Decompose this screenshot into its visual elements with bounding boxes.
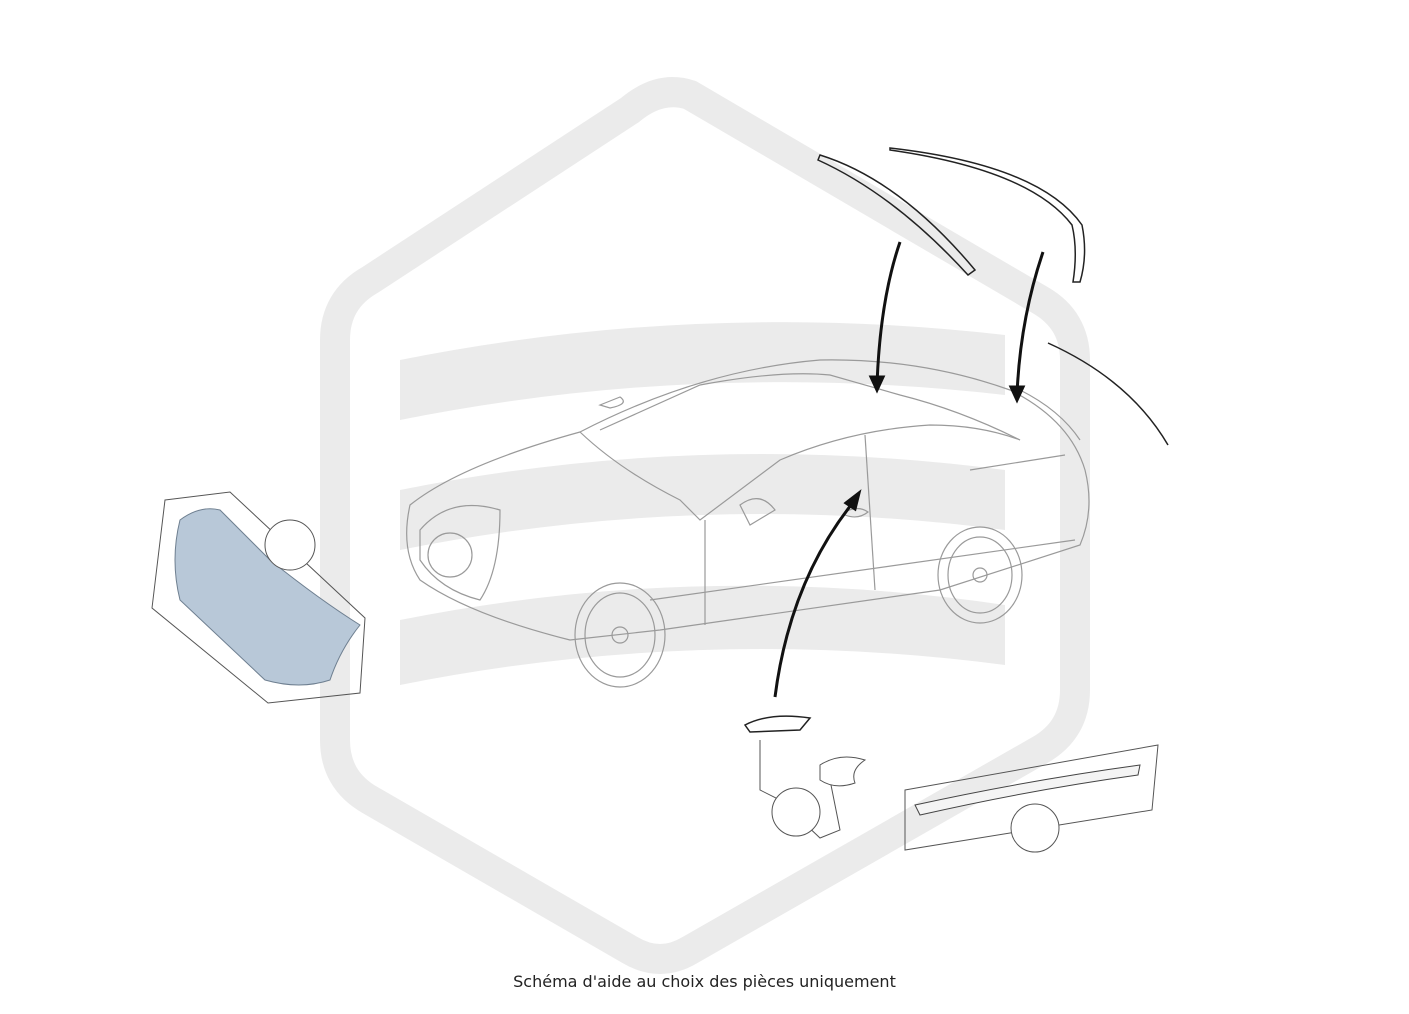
roof-moulding-left-part[interactable] [817, 154, 977, 276]
front-bumper-part[interactable] [151, 491, 366, 704]
rear-wheel [937, 526, 1023, 624]
side-sill-part[interactable] [904, 744, 1159, 853]
diagram-caption: Schéma d'aide au choix des pièces unique… [513, 972, 896, 991]
front-bumper-callout[interactable] [264, 519, 316, 571]
bumper-icon [174, 508, 361, 686]
door-handle-part[interactable] [743, 715, 867, 839]
side-sill-callout[interactable] [1010, 803, 1060, 853]
watermark-logo [320, 77, 1090, 974]
rear-moulding-part[interactable] [1047, 342, 1169, 446]
sill-icon [914, 764, 1141, 816]
handle-icon [743, 715, 812, 733]
roof-moulding-right-part[interactable] [889, 147, 1086, 283]
arrows [773, 241, 1045, 698]
door-handle-callout[interactable] [771, 787, 821, 837]
front-wheel [574, 582, 666, 688]
handle-cover-icon [819, 756, 867, 787]
